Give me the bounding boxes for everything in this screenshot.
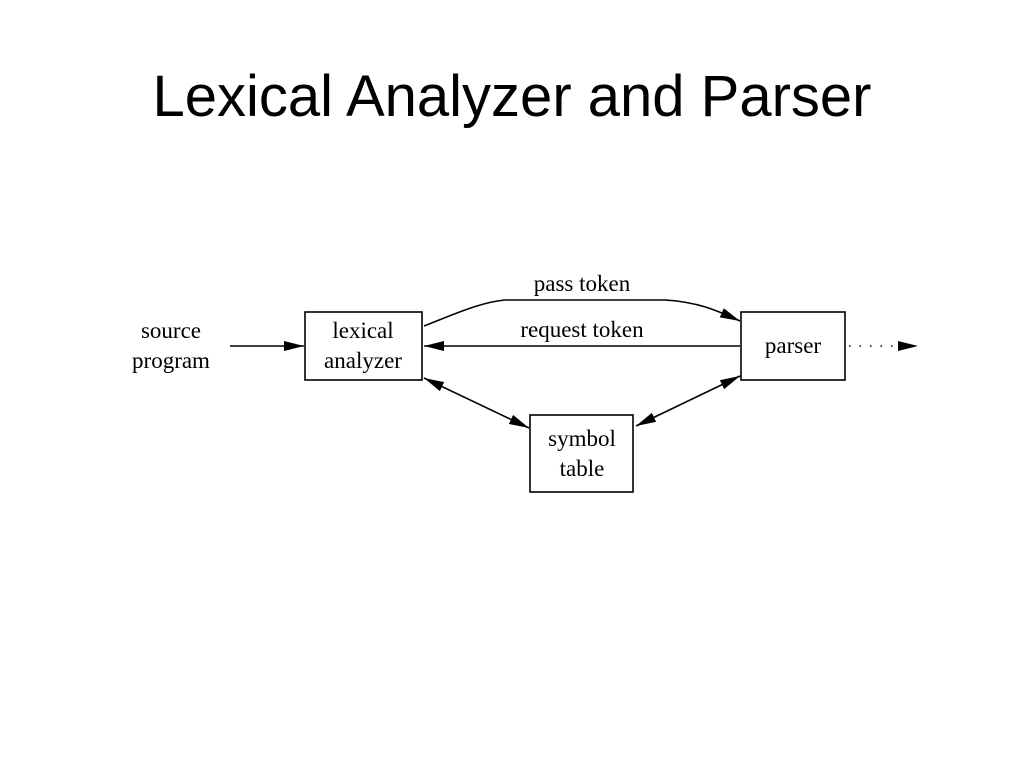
request-token-label: request token	[520, 317, 644, 342]
source-program-label-line1: source	[141, 318, 201, 343]
lexical-analyzer-label-line2: analyzer	[324, 348, 402, 373]
parser-label: parser	[765, 333, 822, 358]
symbol-table-box	[529, 414, 634, 493]
pass-token-arrow	[423, 299, 741, 327]
source-program-node: source program	[132, 318, 210, 373]
parser-continuation-arrowhead	[898, 341, 918, 351]
symbol-table-node: symbol table	[529, 414, 634, 493]
lexer-symbol-table-arrow	[423, 377, 530, 429]
lexical-analyzer-node: lexical analyzer	[304, 311, 423, 381]
pass-token-label: pass token	[534, 271, 631, 296]
parser-box	[740, 311, 846, 381]
symbol-table-label-line1: symbol	[548, 426, 616, 451]
source-program-label-line2: program	[132, 348, 210, 373]
slide-title: Lexical Analyzer and Parser	[152, 64, 872, 129]
parser-symbol-table-arrow	[635, 375, 741, 427]
lexical-analyzer-label-line1: lexical	[332, 318, 393, 343]
parser-node: parser	[740, 311, 846, 381]
lexical-analyzer-box	[304, 311, 423, 381]
symbol-table-label-line2: table	[560, 456, 605, 481]
